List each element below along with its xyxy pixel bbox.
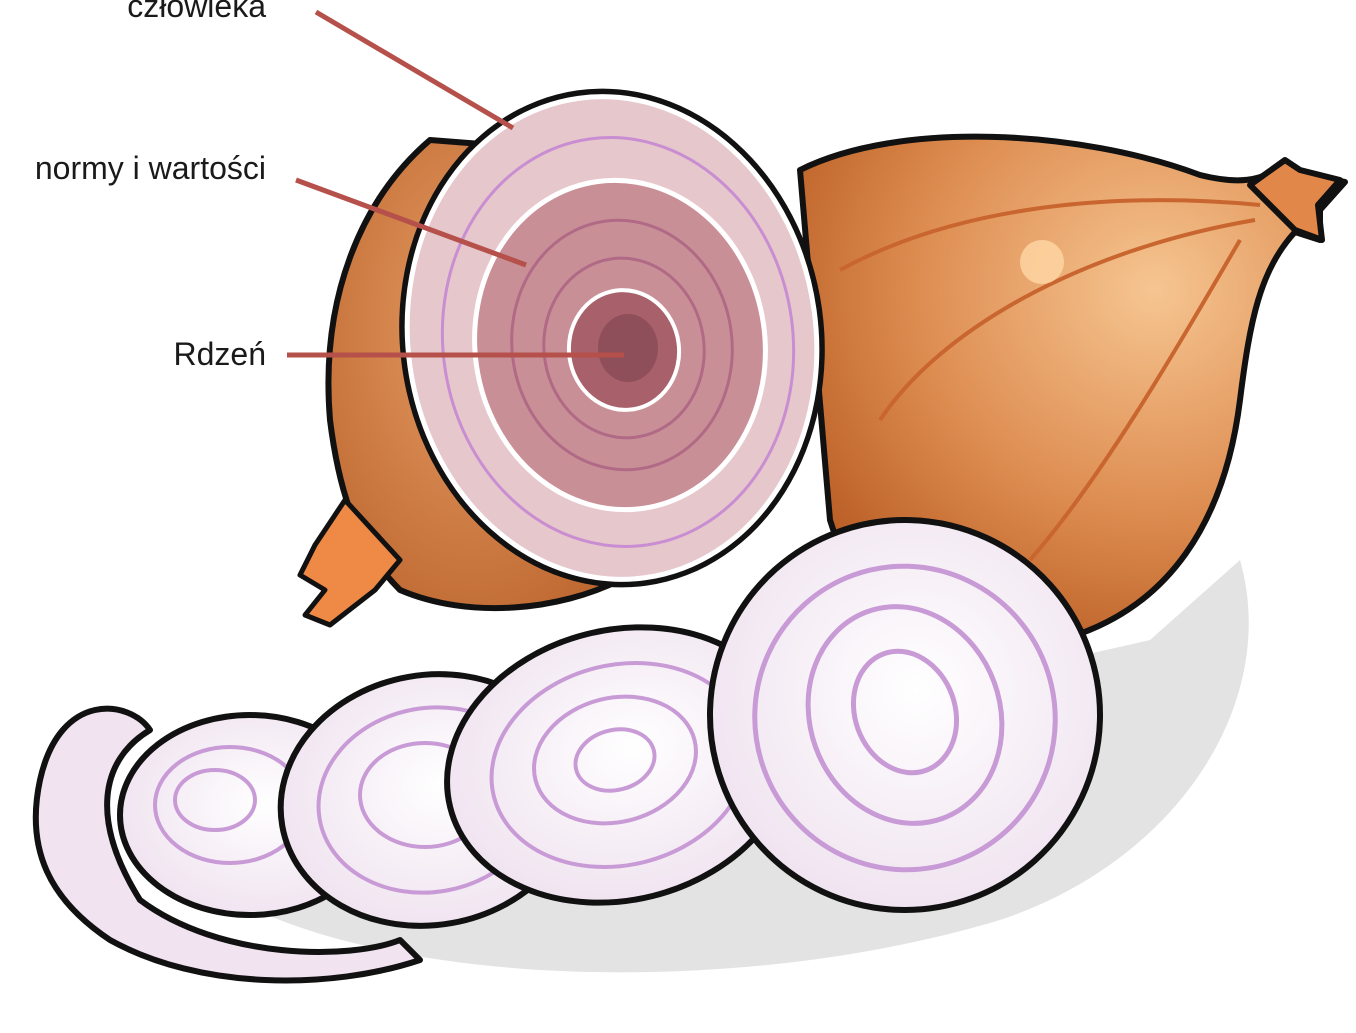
leader-line-outer: [316, 12, 513, 128]
label-outer-layer: człowieka: [127, 0, 266, 24]
label-middle-layer: normy i wartości: [35, 150, 266, 186]
label-core: Rdzeń: [174, 336, 267, 372]
half-onion: [300, 61, 857, 625]
